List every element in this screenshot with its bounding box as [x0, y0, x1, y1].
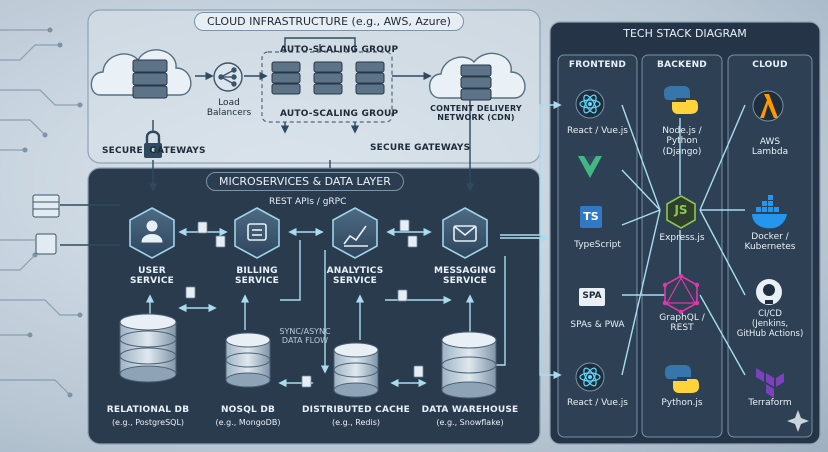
relational-db-sub: (e.g., PostgreSQL) — [111, 418, 185, 427]
frontend-react-vue-label: React / Vue.js — [567, 126, 628, 136]
nodejs-icon: JS — [674, 203, 688, 217]
sync-async-label: SYNC/ASYNC DATA FLOW — [279, 327, 331, 346]
nosql-db-sub: (e.g., MongoDB) — [215, 418, 281, 427]
typescript-icon: TS — [583, 210, 599, 223]
backend-graphql-rest-label: GraphQL / REST — [659, 313, 705, 334]
auto-scaling-group-bottom-label: AUTO-SCALING GROUP — [280, 109, 399, 119]
backend-header: BACKEND — [657, 60, 707, 70]
microservices-title: MICROSERVICES & DATA LAYER — [206, 172, 404, 191]
distributed-cache-sub: (e.g., Redis) — [331, 418, 380, 427]
auto-scaling-group-top-label: AUTO-SCALING GROUP — [280, 45, 399, 55]
data-warehouse-sub: (e.g., Snowflake) — [436, 418, 504, 427]
relational-db-label: RELATIONAL DB — [106, 405, 190, 415]
frontend-spa-pwa-label: SPAs & PWA — [570, 320, 625, 330]
cloud-aws-lambda-label: AWS Lambda — [751, 137, 789, 158]
secure-gateways-left-label: SECURE GATEWAYS — [102, 146, 206, 156]
messaging-service-label: MESSAGING SERVICE — [433, 266, 497, 287]
secure-gateways-right-label: SECURE GATEWAYS — [370, 143, 471, 153]
analytics-service-label: ANALYTICS SERVICE — [326, 266, 384, 287]
backend-python-js-label: Python.js — [661, 398, 703, 408]
cloud-docker-kubernetes-label: Docker / Kubernetes — [744, 232, 796, 253]
rest-grpc-label: REST APIs / gRPC — [269, 197, 347, 207]
billing-service-label: BILLING SERVICE — [234, 266, 280, 287]
cloud-infrastructure-title: CLOUD INFRASTRUCTURE (e.g., AWS, Azure) — [194, 12, 464, 31]
distributed-cache-label: DISTRIBUTED CACHE — [301, 405, 411, 415]
user-service-label: USER SERVICE — [129, 266, 175, 287]
cloud-terraform-label: Terraform — [748, 398, 792, 408]
nosql-db-label: NOSQL DB — [220, 405, 276, 415]
spa-icon: SPA — [582, 291, 602, 301]
cloud-header: CLOUD — [752, 60, 788, 70]
frontend-react-vue-2-label: React / Vue.js — [567, 398, 628, 408]
data-warehouse-label: DATA WAREHOUSE — [421, 405, 519, 415]
frontend-header: FRONTEND — [568, 60, 627, 70]
backend-express-label: Express.js — [659, 233, 705, 243]
load-balancers-label: Load Balancers — [206, 98, 252, 119]
cloud-cicd-label: CI/CD (Jenkins, GitHub Actions) — [736, 309, 804, 339]
tech-stack-title: TECH STACK DIAGRAM — [623, 27, 747, 40]
cdn-label: CONTENT DELIVERY NETWORK (CDN) — [430, 104, 522, 123]
frontend-typescript-label: TypeScript — [574, 240, 621, 250]
backend-node-python-label: Node.js / Python (Django) — [662, 126, 702, 157]
